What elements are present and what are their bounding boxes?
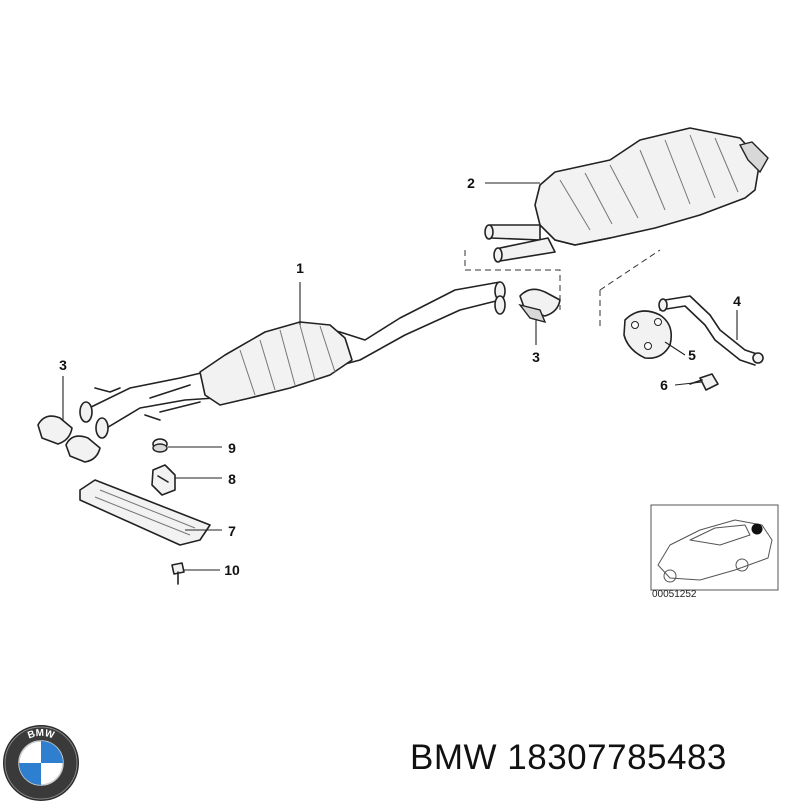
callout-1: 1 bbox=[296, 260, 304, 276]
svg-text:BMW: BMW bbox=[26, 728, 56, 742]
bmw-logo: BMW bbox=[3, 725, 79, 801]
callout-3-left: 3 bbox=[59, 357, 67, 373]
alignment-line bbox=[464, 250, 561, 310]
callout-6: 6 bbox=[660, 377, 668, 393]
callout-2: 2 bbox=[467, 175, 475, 191]
screw bbox=[171, 562, 185, 585]
callout-4: 4 bbox=[733, 293, 741, 309]
front-exhaust-pipe bbox=[79, 281, 506, 439]
clamp-right bbox=[518, 288, 561, 324]
callout-8: 8 bbox=[228, 471, 236, 487]
leader-line bbox=[664, 341, 686, 356]
gasket bbox=[623, 310, 673, 360]
callout-10: 10 bbox=[224, 562, 240, 578]
heat-shield bbox=[79, 479, 211, 546]
callout-9: 9 bbox=[228, 440, 236, 456]
alignment-line bbox=[599, 249, 661, 291]
rubber-mount bbox=[152, 438, 168, 453]
callout-3-right: 3 bbox=[532, 349, 540, 365]
callout-5: 5 bbox=[688, 347, 696, 363]
rear-muffler bbox=[484, 127, 769, 263]
hanger bbox=[151, 464, 176, 496]
brand-name: BMW bbox=[410, 738, 498, 777]
secondary-pipe bbox=[658, 295, 764, 366]
leader-line bbox=[674, 381, 703, 386]
part-number: 18307785483 bbox=[507, 738, 727, 777]
part-caption: BMW 18307785483 bbox=[410, 738, 727, 778]
bolt bbox=[689, 373, 719, 391]
callout-7: 7 bbox=[228, 523, 236, 539]
clamp-left bbox=[37, 415, 101, 463]
reference-number: 00051252 bbox=[652, 589, 697, 600]
car-locator-thumbnail: 00051252 bbox=[650, 504, 779, 600]
logo-letters: BMW bbox=[26, 728, 56, 742]
